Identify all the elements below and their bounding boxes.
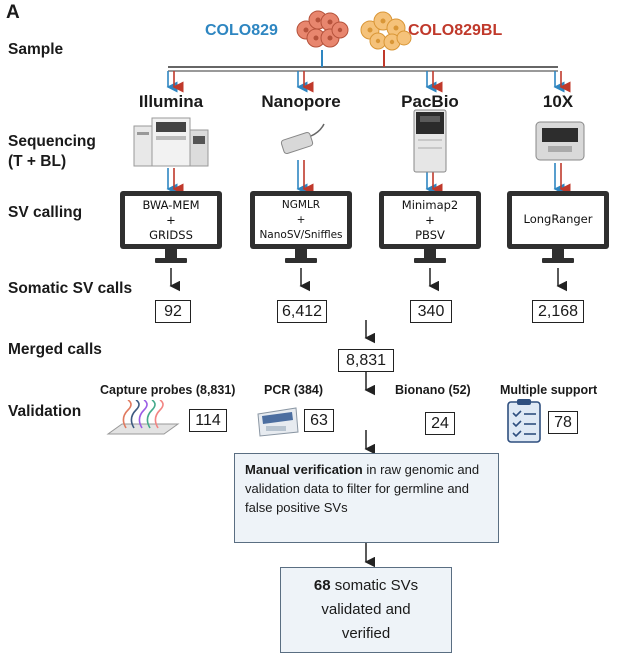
- pcr-machine-icon: [257, 407, 299, 437]
- validation-pcr-label: PCR (384): [264, 383, 324, 397]
- monitor-frame-icon: [120, 191, 222, 263]
- manual-verification-title: Manual verification: [245, 462, 363, 477]
- validation-capture-label: Capture probes (8,831): [100, 383, 236, 397]
- tool-line2: NanoSV/Sniffles: [259, 229, 343, 241]
- 10x-chromium-icon: [535, 121, 585, 161]
- tool-plus: +: [166, 213, 176, 227]
- manual-verification-text: in raw genomic and validation data to fi…: [245, 462, 480, 515]
- sample-blood-label: COLO829BL: [408, 22, 503, 39]
- monitor-nanopore: NGMLR + NanoSV/Sniffles: [249, 190, 353, 268]
- calls-illumina: 92: [155, 300, 191, 323]
- validation-capture-count: 114: [189, 409, 227, 432]
- final-result-box: 68 somatic SVs validated and verified: [280, 567, 452, 653]
- blood-cells-icon: [360, 11, 412, 51]
- calls-nanopore: 6,412: [277, 300, 327, 323]
- validation-bionano-count: 24: [425, 412, 455, 435]
- row-label-sample: Sample: [8, 41, 64, 58]
- validation-pcr-count: 63: [304, 409, 334, 432]
- monitor-frame-icon: [379, 191, 481, 263]
- merged-calls-count: 8,831: [338, 349, 394, 372]
- monitor-10x: LongRanger: [506, 190, 610, 268]
- final-text-line3: verified: [341, 625, 391, 642]
- platform-illumina: Illumina: [138, 92, 204, 111]
- capture-probes-icon: [106, 400, 180, 435]
- monitor-illumina: BWA-MEM + GRIDSS: [119, 190, 223, 268]
- tool-line2: GRIDSS: [149, 228, 193, 242]
- illumina-sequencer-icon: [133, 117, 209, 167]
- validation-multiple-label: Multiple support: [500, 383, 598, 397]
- calls-pacbio: 340: [410, 300, 452, 323]
- row-label-somatic-sv-calls: Somatic SV calls: [8, 280, 133, 297]
- sample-tumor-label: COLO829: [205, 22, 278, 39]
- tumor-cells-icon: [296, 10, 349, 48]
- tool-line1: BWA-MEM: [142, 198, 200, 212]
- platform-10x: 10X: [542, 92, 574, 111]
- row-label-sv-calling: SV calling: [8, 204, 83, 221]
- platform-pacbio: PacBio: [401, 92, 459, 111]
- panel-letter: A: [6, 2, 20, 23]
- manual-verification-box: Manual verification in raw genomic and v…: [234, 453, 499, 543]
- calls-10x: 2,168: [532, 300, 584, 323]
- tool-plus: +: [296, 214, 306, 226]
- monitor-frame-icon: [507, 191, 609, 263]
- tool-line1: NGMLR: [281, 199, 321, 211]
- monitor-frame-icon: [250, 191, 352, 263]
- tool-line1: Minimap2: [401, 198, 459, 212]
- row-label-sequencing: Sequencing: [8, 133, 96, 150]
- validation-multiple-count: 78: [548, 411, 578, 434]
- nanopore-device-icon: [280, 123, 325, 155]
- final-text-line1: somatic SVs: [330, 577, 419, 594]
- row-label-sequencing-sub: (T + BL): [8, 153, 67, 170]
- clipboard-checklist-icon: [507, 399, 541, 443]
- final-text-line2: validated and: [321, 601, 411, 618]
- monitor-pacbio: Minimap2 + PBSV: [378, 190, 482, 268]
- final-count: 68: [313, 577, 331, 594]
- tool-plus: +: [425, 213, 435, 227]
- platform-nanopore: Nanopore: [261, 92, 341, 111]
- validation-bionano-label: Bionano (52): [395, 383, 471, 397]
- pacbio-sequencer-icon: [413, 109, 447, 173]
- tool-line1: LongRanger: [523, 212, 593, 226]
- row-label-validation: Validation: [8, 403, 82, 420]
- tool-line2: PBSV: [415, 228, 445, 242]
- row-label-merged-calls: Merged calls: [8, 341, 102, 358]
